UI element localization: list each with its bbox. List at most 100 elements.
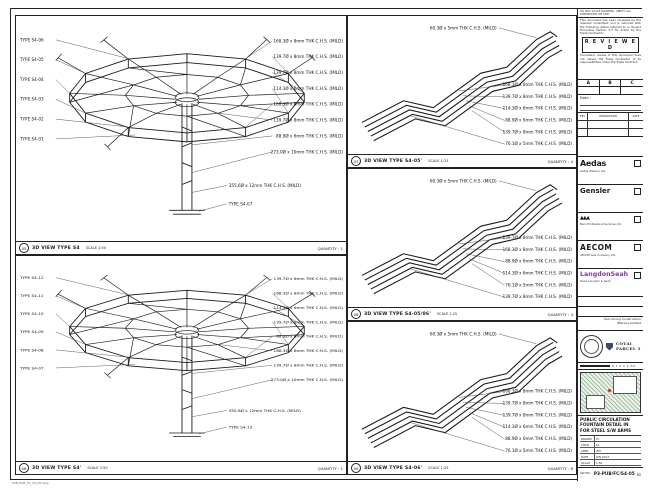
annotation-label: 355.6Ø x 12mm THK C.H.S. (MILD): [229, 408, 302, 413]
drawing-revision: R0: [636, 472, 641, 477]
checkbox-icon: [634, 244, 641, 251]
reviewed-footnote-text: Consultant review of this document does …: [580, 53, 641, 65]
status-cell-b: B: [599, 80, 622, 87]
panel-quantity: QUANTITY : 8: [547, 465, 573, 471]
key-plan-building: [585, 394, 606, 410]
key-plan: [578, 370, 643, 416]
field-value: TC: [595, 436, 641, 443]
drawing-number-box: AW NO. : P3-PUB/FC/S4-05 R0: [578, 468, 643, 481]
annotation-labels: TYPE S4-12 TYPE S4-11 TYPE S4-10 TYPE S4…: [19, 275, 344, 429]
drawing-fields: DRAWN TC CHKD KL APPD WH DATE JUN 2013 S…: [580, 435, 641, 467]
annotation-label: 114.3Ø x 6mm THK C.H.S. (MILD): [503, 106, 573, 111]
drawing-title-line: PUBLIC CIRCULATION: [580, 417, 630, 422]
panel-title: 3D VIEW TYPE S4': [32, 465, 82, 471]
panel-quantity: QUANTITY : 4: [547, 311, 573, 317]
consultant-row-gensler: Gensler: [578, 185, 643, 213]
panel-3d-view-s4-prime: TYPE S4-12 TYPE S4-11 TYPE S4-10 TYPE S4…: [15, 255, 347, 475]
rev-cell: [588, 121, 629, 129]
field-label: DATE: [580, 454, 595, 461]
annotation-label: 88.9Ø x 6mm THK C.H.S. (MILD): [505, 259, 572, 264]
company-seal-icon: [580, 335, 603, 358]
project-name-line2: PARCEL 3: [616, 345, 641, 351]
rev-col-header: DESCRIPTION: [588, 113, 629, 121]
reviewed-intro-text: This document has been reviewed by the r…: [580, 18, 641, 36]
detail-badge: 05: [19, 243, 29, 253]
annotation-label: TYPE S4-06: [19, 37, 44, 42]
drawing-title-box: PUBLIC CIRCULATION FOUNTAIN DETAIL IN FO…: [578, 416, 643, 468]
consultant-row-aecom: AECOM AECOM Asia Company Ltd.: [578, 241, 643, 269]
annotation-label: 114.3Ø x 6mm THK C.H.S. (MILD): [273, 86, 343, 91]
annotation-label: 60.3Ø x 5mm THK C.H.S. (MILD): [430, 331, 497, 336]
status-cell-a: A: [578, 80, 600, 87]
annotation-label: 168.3Ø x 8mm THK C.H.S. (MILD): [273, 102, 343, 107]
triangles-logo: ▲▲▲: [580, 215, 590, 221]
annotation-label: TYPE S4-02: [19, 117, 44, 122]
panel-3d-view-s4: TYPE S4-06 TYPE S4-05 TYPE S4-04 TYPE S4…: [15, 15, 347, 255]
annotation-label: 168.3Ø x 8mm THK C.H.S. (MILD): [273, 38, 343, 43]
checkbox-icon: [634, 188, 641, 195]
title-block: DO NOT SCALE DRAWING. VERIFY ALL DIMENSI…: [577, 9, 643, 481]
annotation-label: TYPE S4-03: [19, 97, 44, 102]
annotation-label: TYPE S4-07: [228, 201, 253, 206]
field-value: JUN 2013: [595, 454, 641, 461]
consultant-subtext: Beca Professional Services Ltd.: [580, 222, 622, 226]
annotation-label: 60.3Ø x 5mm THK C.H.S. (MILD): [430, 25, 497, 30]
annotation-label: 88.9Ø x 6mm THK C.H.S. (MILD): [505, 117, 572, 122]
annotation-label: 168.3Ø x 8mm THK C.H.S. (MILD): [274, 291, 344, 296]
pipe-bundle: [361, 184, 563, 295]
panel-title: 3D VIEW TYPE S4: [32, 245, 80, 251]
center-column: [169, 103, 205, 215]
project-name: COTAI PARCEL 3: [616, 341, 641, 352]
blank-box: [578, 307, 643, 317]
consultant-subtext: AECOM Asia Company Ltd.: [580, 253, 616, 257]
annotation-labels: 60.3Ø x 5mm THK C.H.S. (MILD) 168.3Ø x 8…: [430, 25, 573, 146]
annotation-label: TYPE S4-11: [19, 293, 44, 298]
langdonseah-logo: LangdonSeah: [580, 271, 629, 278]
status-tick-cell: [621, 87, 643, 94]
detail-badge: 09: [351, 463, 361, 473]
panel-title-strip: 09 3D VIEW TYPE S4-06' SCALE 1:25 QUANTI…: [348, 461, 576, 474]
drawing-title-line: FOUNTAIN DETAIL IN: [580, 422, 629, 428]
panel-title-strip: 06 3D VIEW TYPE S4' SCALE 1:50 QUANTITY …: [16, 461, 346, 474]
rev-cell: [588, 129, 629, 136]
reviewed-stamp-box: This document has been reviewed by the r…: [578, 18, 643, 80]
field-value: KL: [595, 442, 641, 449]
center-column: [169, 335, 205, 438]
consultant-row-langdonseah: LangdonSeah Davis Langdon & Seah: [578, 269, 643, 297]
annotation-label: TYPE S4-01: [19, 136, 44, 141]
panel-title: 3D VIEW TYPE S4-05': [364, 158, 423, 164]
annotation-label: 88.9Ø x 6mm THK C.H.S. (MILD): [276, 334, 343, 339]
panel-title-strip: 08 3D VIEW TYPE S4-05/06' SCALE 1:25 QUA…: [348, 307, 576, 320]
aedas-logo: Aedas: [580, 159, 607, 168]
rev-cell: [578, 129, 588, 136]
annotation-labels: TYPE S4-06 TYPE S4-05 TYPE S4-04 TYPE S4…: [19, 37, 343, 206]
panel-quantity: QUANTITY : 1: [317, 465, 343, 471]
scale-bar-numbers: 0 1 2 3 4 5m: [612, 364, 636, 368]
gensler-logo: Gensler: [580, 187, 611, 195]
project-crest-icon: [606, 342, 613, 351]
annotation-label: 168.3Ø x 8mm THK C.H.S. (MILD): [503, 388, 573, 393]
leader-lines: [409, 27, 537, 145]
annotation-label: TYPE S4-08: [19, 347, 44, 352]
status-abc-table: A B C: [578, 80, 643, 95]
detail-badge: 06: [19, 463, 29, 473]
annotation-label: 139.7Ø x 8mm THK C.H.S. (MILD): [503, 400, 573, 405]
key-plan-building: [613, 376, 637, 395]
annotation-label: 60.3Ø x 5mm THK C.H.S. (MILD): [430, 178, 497, 183]
annotation-label: 139.7Ø x 8mm THK C.H.S. (MILD): [274, 319, 344, 324]
field-label: CHKD: [580, 442, 595, 449]
panel-scale: SCALE 1:25: [428, 466, 449, 470]
field-label: SCALE: [580, 460, 595, 467]
rev-col-header: DATE: [629, 113, 643, 121]
panel-3d-view-s4-0506: 60.3Ø x 5mm THK C.H.S. (MILD) 139.7Ø x 8…: [347, 168, 577, 321]
scale-bar-segments: [580, 364, 610, 368]
annotation-label: 168.3Ø x 8mm THK C.H.S. (MILD): [503, 82, 573, 87]
inner-ring-and-radials: [69, 53, 305, 137]
sheet-note: DO NOT SCALE DRAWING. VERIFY ALL DIMENSI…: [578, 9, 643, 18]
annotation-labels: 60.3Ø x 5mm THK C.H.S. (MILD) 168.3Ø x 8…: [430, 331, 573, 453]
rev-col-header: REV: [578, 113, 588, 121]
pipe-drawing-svg: 60.3Ø x 5mm THK C.H.S. (MILD) 168.3Ø x 8…: [361, 25, 573, 146]
annotation-label: 273.0Ø x 10mm THK C.H.S. (MILD): [271, 377, 344, 382]
annotation-label: 139.7Ø x 8mm THK C.H.S. (MILD): [273, 54, 343, 59]
annotation-label: 139.7Ø x 8mm THK C.H.S. (MILD): [273, 118, 343, 123]
